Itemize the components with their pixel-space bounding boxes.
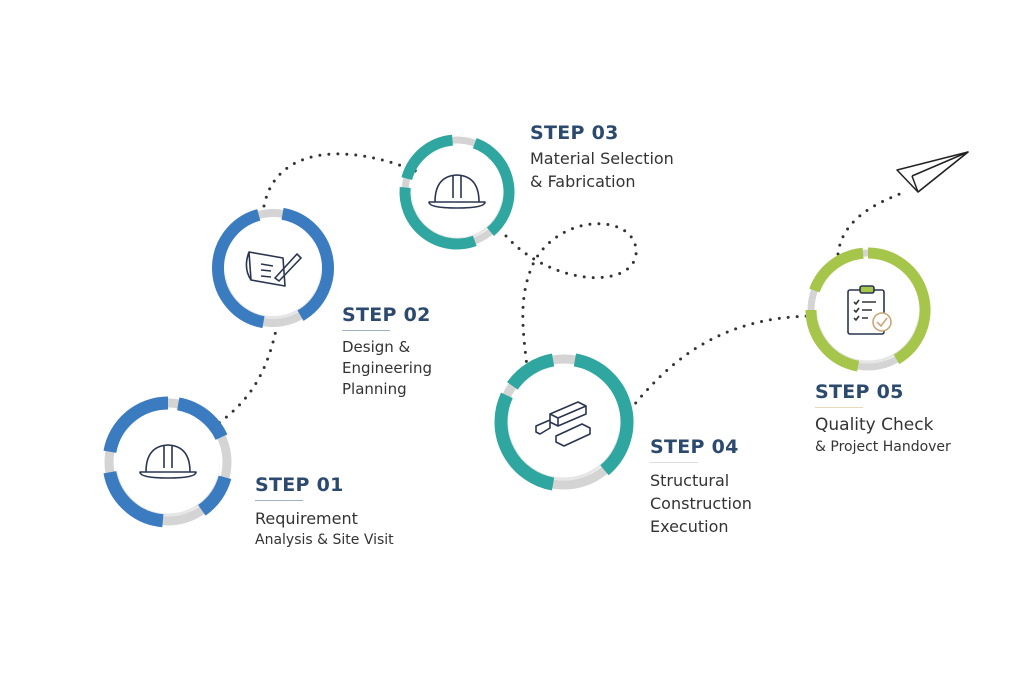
ring-segment [805, 309, 860, 372]
ring-segment [197, 475, 232, 516]
title-underline [342, 330, 390, 331]
ring-segment [176, 397, 228, 441]
step-01: STEP 01 Requirement Analysis & Site Visi… [255, 474, 394, 550]
title-underline [815, 407, 863, 408]
ring-segment [494, 392, 555, 491]
step-line: Execution [650, 517, 729, 536]
ring-segment [472, 137, 515, 237]
step-01-ring [103, 396, 232, 528]
step-title: STEP 05 [815, 381, 904, 403]
connector-1-2 [210, 328, 278, 430]
step-03: STEP 03 Material Selection & Fabrication [530, 122, 674, 193]
step-03-ring [399, 134, 515, 250]
clipboard-check-icon [847, 285, 892, 335]
step-title: STEP 03 [530, 122, 619, 144]
connector-3-4 [504, 222, 638, 380]
step-04-ring [494, 353, 634, 491]
step-line: Structural [650, 471, 730, 490]
ring-segment [401, 134, 454, 181]
step-line: Construction [650, 494, 752, 513]
step-05-ring [805, 247, 931, 372]
step-title: STEP 02 [342, 304, 431, 326]
step-line: & Fabrication [530, 172, 636, 191]
step-line: Engineering [342, 359, 432, 377]
title-underline [255, 500, 303, 501]
paper-plane-icon [896, 151, 969, 193]
steel-beams-icon [535, 401, 591, 447]
blueprint-pencil-icon [245, 251, 302, 287]
ring-segment [809, 247, 864, 293]
step-line: Requirement [255, 509, 358, 528]
connector-5-plane [836, 190, 907, 256]
ring-segment [867, 247, 931, 365]
hard-hat-icon [428, 174, 486, 209]
ring-segment [507, 353, 555, 390]
ring-segment [399, 186, 477, 250]
step-line: Design & [342, 338, 411, 356]
step-title: STEP 04 [650, 436, 739, 458]
ring-segment [281, 207, 334, 321]
ring-segment [103, 396, 169, 454]
step-05: STEP 05 Quality Check & Project Handover [815, 381, 951, 457]
step-title: STEP 01 [255, 474, 344, 496]
step-line: Quality Check [815, 415, 934, 435]
ring-segment [103, 470, 164, 528]
step-line: Material Selection [530, 149, 674, 168]
ring-segment [573, 353, 634, 476]
step-line: & Project Handover [815, 439, 951, 455]
step-04: STEP 04 Structural Construction Executio… [650, 436, 752, 538]
ring-segment [212, 209, 265, 329]
connector-2-3 [262, 152, 420, 208]
title-underline [650, 462, 698, 463]
step-02: STEP 02 Design & Engineering Planning [342, 304, 432, 400]
step-line: Analysis & Site Visit [255, 532, 394, 548]
connector-4-5 [628, 314, 812, 412]
step-02-ring [212, 207, 334, 329]
step-line: Planning [342, 380, 407, 398]
hard-hat-icon [139, 444, 197, 479]
